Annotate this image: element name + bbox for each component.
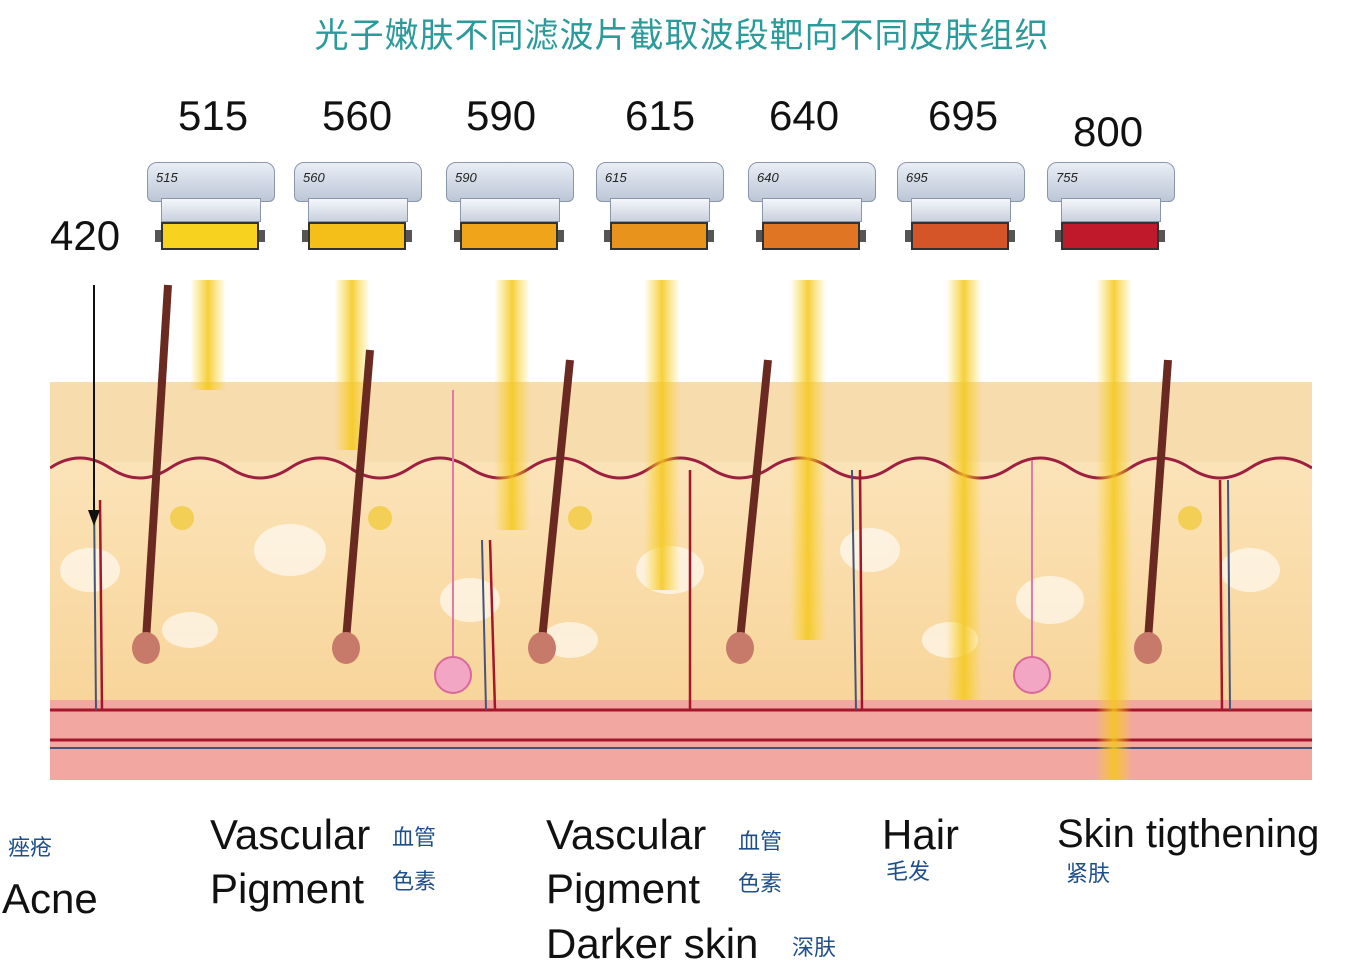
filter-code: 615 <box>605 170 627 185</box>
hair-shafts <box>142 284 1172 641</box>
group2-darker-skin-label: Darker skin <box>546 920 759 967</box>
skin-cross-section <box>50 280 1312 780</box>
group2-pigment-label: Pigment <box>546 865 701 912</box>
group1-pigment-label: Pigment <box>210 865 365 912</box>
filter-695: 695 <box>897 162 1025 254</box>
sweat-glands <box>434 390 1051 694</box>
page-title: 光子嫩肤不同滤波片截取波段靶向不同皮肤组织 <box>314 16 1050 56</box>
wavelength-560-label: 560 <box>322 92 393 139</box>
veins <box>93 469 1231 711</box>
wavelength-515-label: 515 <box>178 92 249 139</box>
group2-darker-skin-label-cn: 深肤 <box>792 936 837 961</box>
filter-code: 695 <box>906 170 928 185</box>
group2-pigment-label-cn: 色素 <box>738 872 783 897</box>
filter-code: 515 <box>156 170 178 185</box>
filter-640: 640 <box>748 162 876 254</box>
skin-tightening-label-cn: 紧肤 <box>1066 862 1111 887</box>
filter-glass-615 <box>604 222 714 250</box>
filter-615: 615 <box>596 162 724 254</box>
filter-code: 755 <box>1056 170 1078 185</box>
group2-vascular-label: Vascular <box>546 811 707 858</box>
hair-bulbs <box>132 632 1162 664</box>
filter-glass-515 <box>155 222 265 250</box>
filter-glass-590 <box>454 222 564 250</box>
filter-glass-800 <box>1055 222 1165 250</box>
group1-vascular-label-cn: 血管 <box>392 826 437 851</box>
filter-code: 590 <box>455 170 477 185</box>
hair-label: Hair <box>882 811 960 858</box>
wavelength-695-label: 695 <box>928 92 999 139</box>
blood-vessels <box>98 469 1224 711</box>
skin-tightening-label: Skin tigthening <box>1057 812 1320 856</box>
filter-800: 755 <box>1047 162 1175 254</box>
wavelength-420-label: 420 <box>50 212 121 259</box>
filter-glass-695 <box>905 222 1015 250</box>
filter-code: 640 <box>757 170 779 185</box>
group1-vascular-label: Vascular <box>210 811 371 858</box>
wavelength-615-label: 615 <box>625 92 696 139</box>
wavelength-590-label: 590 <box>466 92 537 139</box>
group1-pigment-label-cn: 色素 <box>392 870 437 895</box>
filter-515: 515 <box>147 162 275 254</box>
sebaceous-glands <box>170 506 1202 530</box>
filter-590: 590 <box>446 162 574 254</box>
wavelength-640-label: 640 <box>769 92 840 139</box>
hair-label-cn: 毛发 <box>886 860 931 885</box>
filter-560: 560 <box>294 162 422 254</box>
filter-glass-560 <box>302 222 412 250</box>
light-beams <box>190 280 1132 780</box>
group2-vascular-label-cn: 血管 <box>738 830 783 855</box>
wavelength-800-label: 800 <box>1073 108 1144 155</box>
filter-code: 560 <box>303 170 325 185</box>
arrow-420-head <box>88 510 100 526</box>
acne-label-cn: 痤疮 <box>8 836 53 861</box>
filter-glass-640 <box>756 222 866 250</box>
acne-label: Acne <box>2 875 98 922</box>
